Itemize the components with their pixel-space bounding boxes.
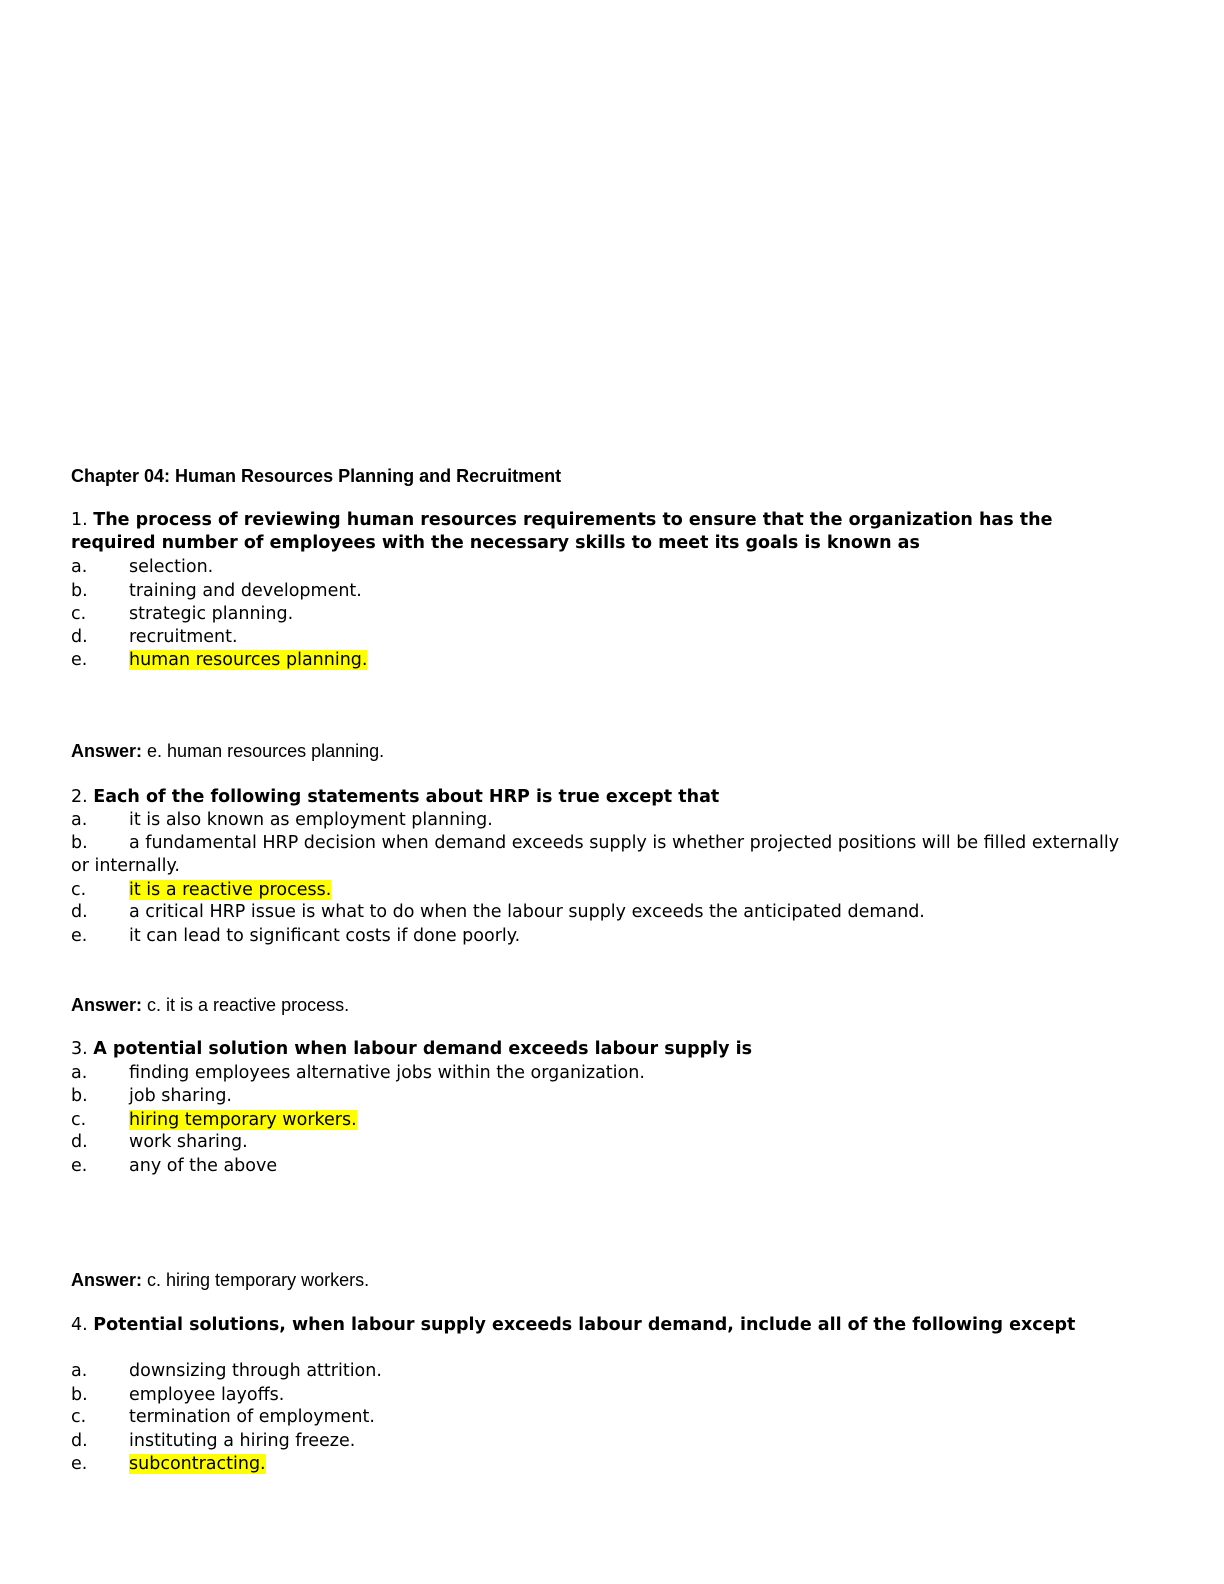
option-label: b.	[71, 1385, 88, 1405]
option: c. strategic planning.	[71, 603, 1141, 626]
option: b. training and development.	[71, 580, 1141, 603]
question-stem: The process of reviewing human resources…	[71, 510, 1053, 553]
option-label: c.	[71, 1407, 87, 1427]
option: b.a fundamental HRP decision when demand…	[71, 832, 1141, 878]
question-number: 3.	[71, 1039, 88, 1059]
option: e. subcontracting.	[71, 1453, 1141, 1476]
question-stem: A potential solution when labour demand …	[93, 1039, 753, 1059]
option-label: d.	[71, 902, 88, 922]
answer-label: Answer:	[71, 995, 143, 1015]
option-label: d.	[71, 627, 88, 647]
option-label: a.	[71, 557, 88, 577]
option-label: b.	[71, 581, 88, 601]
option: a. downsizing through attrition.	[71, 1360, 1141, 1383]
highlighted-option-text: human resources planning.	[129, 650, 368, 670]
question-stem: Each of the following statements about H…	[93, 787, 720, 807]
answer-3: Answer: c. hiring temporary workers.	[71, 1269, 1141, 1291]
option: c. hiring temporary workers.	[71, 1109, 1141, 1132]
option-label: b.	[71, 1086, 88, 1106]
option: b. employee layoffs.	[71, 1384, 1141, 1407]
chapter-title: Chapter 04: Human Resources Planning and…	[71, 466, 562, 486]
answer-text: c. it is a reactive process.	[147, 995, 350, 1015]
option-text: any of the above	[129, 1156, 278, 1176]
option: c. termination of employment.	[71, 1406, 1141, 1429]
option-text: it is also known as employment planning.	[129, 810, 493, 830]
highlighted-option-text: it is a reactive process.	[129, 880, 332, 900]
option-label: e.	[71, 926, 88, 946]
option: d. a critical HRP issue is what to do whe…	[71, 901, 1141, 924]
question-stem: Potential solutions, when labour supply …	[93, 1315, 1076, 1335]
option-label: e.	[71, 1156, 88, 1176]
option: a. finding employees alternative jobs wit…	[71, 1062, 1141, 1085]
highlighted-option-text: hiring temporary workers.	[129, 1110, 357, 1130]
option-label: d.	[71, 1431, 88, 1451]
option-text: work sharing.	[129, 1132, 248, 1152]
option-text: instituting a hiring freeze.	[129, 1431, 356, 1451]
option-text: a critical HRP issue is what to do when …	[129, 902, 925, 922]
option-text: a fundamental HRP decision when demand e…	[71, 833, 1120, 876]
option: e. any of the above	[71, 1155, 1141, 1178]
option: b. job sharing.	[71, 1085, 1141, 1108]
option-text: job sharing.	[129, 1086, 232, 1106]
question-1: 1. The process of reviewing human resour…	[71, 509, 1141, 555]
option-label: c.	[71, 1110, 87, 1130]
option-label: e.	[71, 650, 88, 670]
option-label: a.	[71, 810, 88, 830]
highlighted-option-text: subcontracting.	[129, 1454, 266, 1474]
option-label: d.	[71, 1132, 88, 1152]
option: c. it is a reactive process.	[71, 879, 1141, 902]
option-label: c.	[71, 604, 87, 624]
question-4: 4. Potential solutions, when labour supp…	[71, 1314, 1141, 1337]
question-number: 4.	[71, 1315, 88, 1335]
option: d. recruitment.	[71, 626, 1141, 649]
option-label: c.	[71, 880, 87, 900]
option-text: termination of employment.	[129, 1407, 375, 1427]
option-text: selection.	[129, 557, 214, 577]
option: e. human resources planning.	[71, 649, 1141, 672]
question-number: 2.	[71, 787, 88, 807]
option: a. it is also known as employment plannin…	[71, 809, 1141, 832]
answer-text: c. hiring temporary workers.	[147, 1270, 370, 1290]
question-2: 2. Each of the following statements abou…	[71, 786, 1141, 809]
question-number: 1.	[71, 510, 88, 530]
option-text: it can lead to significant costs if done…	[129, 926, 521, 946]
option-text: strategic planning.	[129, 604, 294, 624]
question-3: 3. A potential solution when labour dema…	[71, 1038, 1141, 1061]
answer-2: Answer: c. it is a reactive process.	[71, 994, 1141, 1016]
option: a. selection.	[71, 556, 1141, 579]
option-label: b.	[71, 833, 88, 853]
answer-label: Answer:	[71, 1270, 143, 1290]
option: e. it can lead to significant costs if do…	[71, 925, 1141, 948]
option: d. work sharing.	[71, 1131, 1141, 1154]
answer-1: Answer: e. human resources planning.	[71, 740, 1141, 762]
option-text: employee layoffs.	[129, 1385, 285, 1405]
option-label: a.	[71, 1063, 88, 1083]
option-text: recruitment.	[129, 627, 238, 647]
option-label: e.	[71, 1454, 88, 1474]
option: d. instituting a hiring freeze.	[71, 1430, 1141, 1453]
option-text: training and development.	[129, 581, 362, 601]
option-text: downsizing through attrition.	[129, 1361, 382, 1381]
answer-label: Answer:	[71, 741, 143, 761]
option-text: finding employees alternative jobs withi…	[129, 1063, 645, 1083]
answer-text: e. human resources planning.	[147, 741, 385, 761]
option-label: a.	[71, 1361, 88, 1381]
